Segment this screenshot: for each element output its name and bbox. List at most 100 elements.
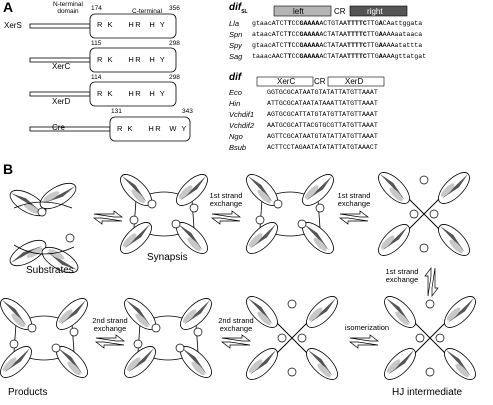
arrow-second-exchange-b <box>221 334 251 349</box>
dif-sl-sequence-segment: CC <box>291 31 300 38</box>
hj-intermediate-graphic <box>379 291 480 384</box>
arrow-first-exchange-b <box>339 210 369 225</box>
protein-start-xerd: 114 <box>91 74 102 81</box>
first-exchange-complex-graphic <box>241 169 338 258</box>
dif-organism: Vchdif1 <box>229 110 255 119</box>
protein-start-xerc: 115 <box>91 40 102 47</box>
dif-sl-sequence-segment: AAAaataaca <box>382 31 423 38</box>
dif-xerd-box-label: XerD <box>345 77 364 86</box>
dif-sl-organism: Spn <box>229 30 243 39</box>
dif-sequence: GGTGCGCATAATGTATATTATGTTAAAT <box>267 89 378 96</box>
dif-sl-sequence-segment: T <box>287 53 292 60</box>
dif-sl-sequence: taaacAACTTCCGAAAAACTATAATTTTCTTGAAAAgtta… <box>252 53 426 60</box>
dif-sl-sequence-segment: gtaacATCT <box>252 20 288 27</box>
protein-start-xers: 174 <box>91 5 102 12</box>
dif-sl-sequence: gtaacATCTTCCGAAAAACTATAATTTTCTTGAAAAatat… <box>252 42 422 49</box>
dif-sl-title: difSL <box>229 2 248 15</box>
dif-organism: Bsub <box>229 143 247 152</box>
step-second-exchange-a: 2nd strand exchange <box>92 316 128 333</box>
dif-sl-sequence-segment: GAAAA <box>299 20 320 27</box>
dif-sl-sequence-segment: A <box>378 31 383 38</box>
dif-cr-label: CR <box>314 77 326 86</box>
dif-xerc-box-label: XerC <box>277 77 296 86</box>
dif-organism: Hin <box>229 99 241 108</box>
dif-sl-sequence-segment: taaacAACT <box>252 53 288 60</box>
dif-sl-sequence-segment: GAAAA <box>299 53 320 60</box>
dif-sl-sequence: gtaacATCTTCCGAAAAACTGTAATTTTCTTGACAattgg… <box>252 20 422 27</box>
dif-title: dif <box>229 72 242 83</box>
dif-sl-sequence-segment: gtaacATCT <box>252 42 288 49</box>
protein-end-xerc: 298 <box>169 40 180 47</box>
dif-sl-sequence-segment: GAAAA <box>299 42 320 49</box>
dif-sl-sequence-segment: TTTTC <box>347 20 367 27</box>
panel-b-label: B <box>3 161 14 177</box>
arrow-first-exchange-a <box>211 210 241 225</box>
step-isomerization: isomerization <box>344 323 390 332</box>
dif-sl-sequence: ataacATCTTCCGAAAAACTATAATTTTCTTGAAAAaata… <box>252 31 422 38</box>
step-first-exchange-c: 1st strand exchange <box>385 267 419 284</box>
dif-sl-sequence-segment: T <box>287 42 292 49</box>
protein-end-xerd: 298 <box>169 74 180 81</box>
protein-residues-cre: R K HR W Y <box>117 124 188 133</box>
dif-sl-sequence-segment: CAattggata <box>382 20 423 27</box>
protein-name-xerd: XerD <box>52 97 71 106</box>
protein-end-xers: 356 <box>169 5 180 12</box>
dif-sl-sequence-segment: ACTATAA <box>319 31 348 38</box>
dif-organism: Eco <box>229 88 242 97</box>
dif-organism: Ngo <box>229 132 243 141</box>
synapsis-graphic <box>115 169 212 258</box>
dif-sl-sequence-segment: TTTTC <box>347 31 367 38</box>
dif-sl-sequence-segment: ACTGTAA <box>319 20 348 27</box>
stage-synapsis-label: Synapsis <box>147 252 188 263</box>
dif-sl-sequence-segment: CC <box>291 20 300 27</box>
second-exchange-complex-graphic <box>119 293 216 382</box>
dif-sequence: AGTGCGCATTATGTATGTTATGTTAAAT <box>267 111 378 118</box>
isomerized-hj-graphic <box>241 291 342 384</box>
n-terminal-domain-label: N-terminal domain <box>53 1 83 15</box>
arrow-substrates-synapsis <box>93 210 123 225</box>
dif-sl-subscript: SL <box>241 9 248 15</box>
dif-sl-sequence-segment: ataacATCT <box>252 31 288 38</box>
products-graphic <box>0 293 93 382</box>
dif-sl-sequence-segment: GAAAA <box>299 31 320 38</box>
dif-sl-title-text: dif <box>229 2 242 13</box>
dif-sequence: ATTGCGCATAATATAAATTATGTTAAAT <box>267 100 378 107</box>
stage-hj-intermediate-label: HJ intermediate <box>392 387 463 398</box>
dif-sequence: AATGCGCATTACGTGCGTTATGTTAAAT <box>267 122 378 129</box>
arrow-first-exchange-c <box>424 267 439 297</box>
step-first-exchange-b: 1st strand exchange <box>337 191 371 208</box>
dif-organism: Vchdif2 <box>229 121 255 130</box>
dif-sl-sequence-segment: AAAatattta <box>382 42 423 49</box>
dif-sl-sequence-segment: CC <box>291 53 300 60</box>
protein-residues-xerd: R K HR H Y <box>97 89 167 98</box>
dif-sl-cr-label: CR <box>334 7 346 16</box>
substrates-graphic <box>5 177 83 279</box>
dif-sl-sequence-segment: TTTTC <box>347 53 367 60</box>
arrow-second-exchange-a <box>95 334 125 349</box>
dif-sl-organism: Spy <box>229 41 242 50</box>
dif-sl-sequence-segment: T <box>287 31 292 38</box>
dif-sl-sequence-segment: TTG <box>366 20 379 27</box>
dif-sequence: AGTTCGCATAATGTATATTATGTTAAAT <box>267 133 378 140</box>
protein-end-cre: 343 <box>182 108 193 115</box>
protein-name-xerc: XerC <box>52 62 71 71</box>
protein-name-cre: Cre <box>52 123 65 132</box>
dif-sl-sequence-segment: TTG <box>366 31 379 38</box>
step-first-exchange-a: 1st strand exchange <box>209 191 243 208</box>
dif-sl-sequence-segment: AAAgttatgat <box>382 53 427 60</box>
dif-sl-sequence-segment: ACTATAA <box>319 42 348 49</box>
step-second-exchange-b: 2nd strand exchange <box>218 316 254 333</box>
stage-substrates-label: Substrates <box>26 265 74 276</box>
dif-sl-organism: Sag <box>229 52 243 61</box>
protein-start-cre: 131 <box>111 108 122 115</box>
protein-residues-xers: R K HR H Y <box>97 20 167 29</box>
dif-sl-right-box-label: right <box>367 7 383 16</box>
dif-sl-organism: Lla <box>229 19 240 28</box>
dif-sl-sequence-segment: TTG <box>366 42 379 49</box>
dif-sl-sequence-segment: T <box>287 20 292 27</box>
dif-sl-sequence-segment: CC <box>291 42 300 49</box>
dif-sequence: ACTTCCTAGAATATATATTATGTAAACT <box>267 144 378 151</box>
panel-a-label: A <box>3 0 14 15</box>
protein-residues-xerc: R K HR H Y <box>97 55 167 64</box>
